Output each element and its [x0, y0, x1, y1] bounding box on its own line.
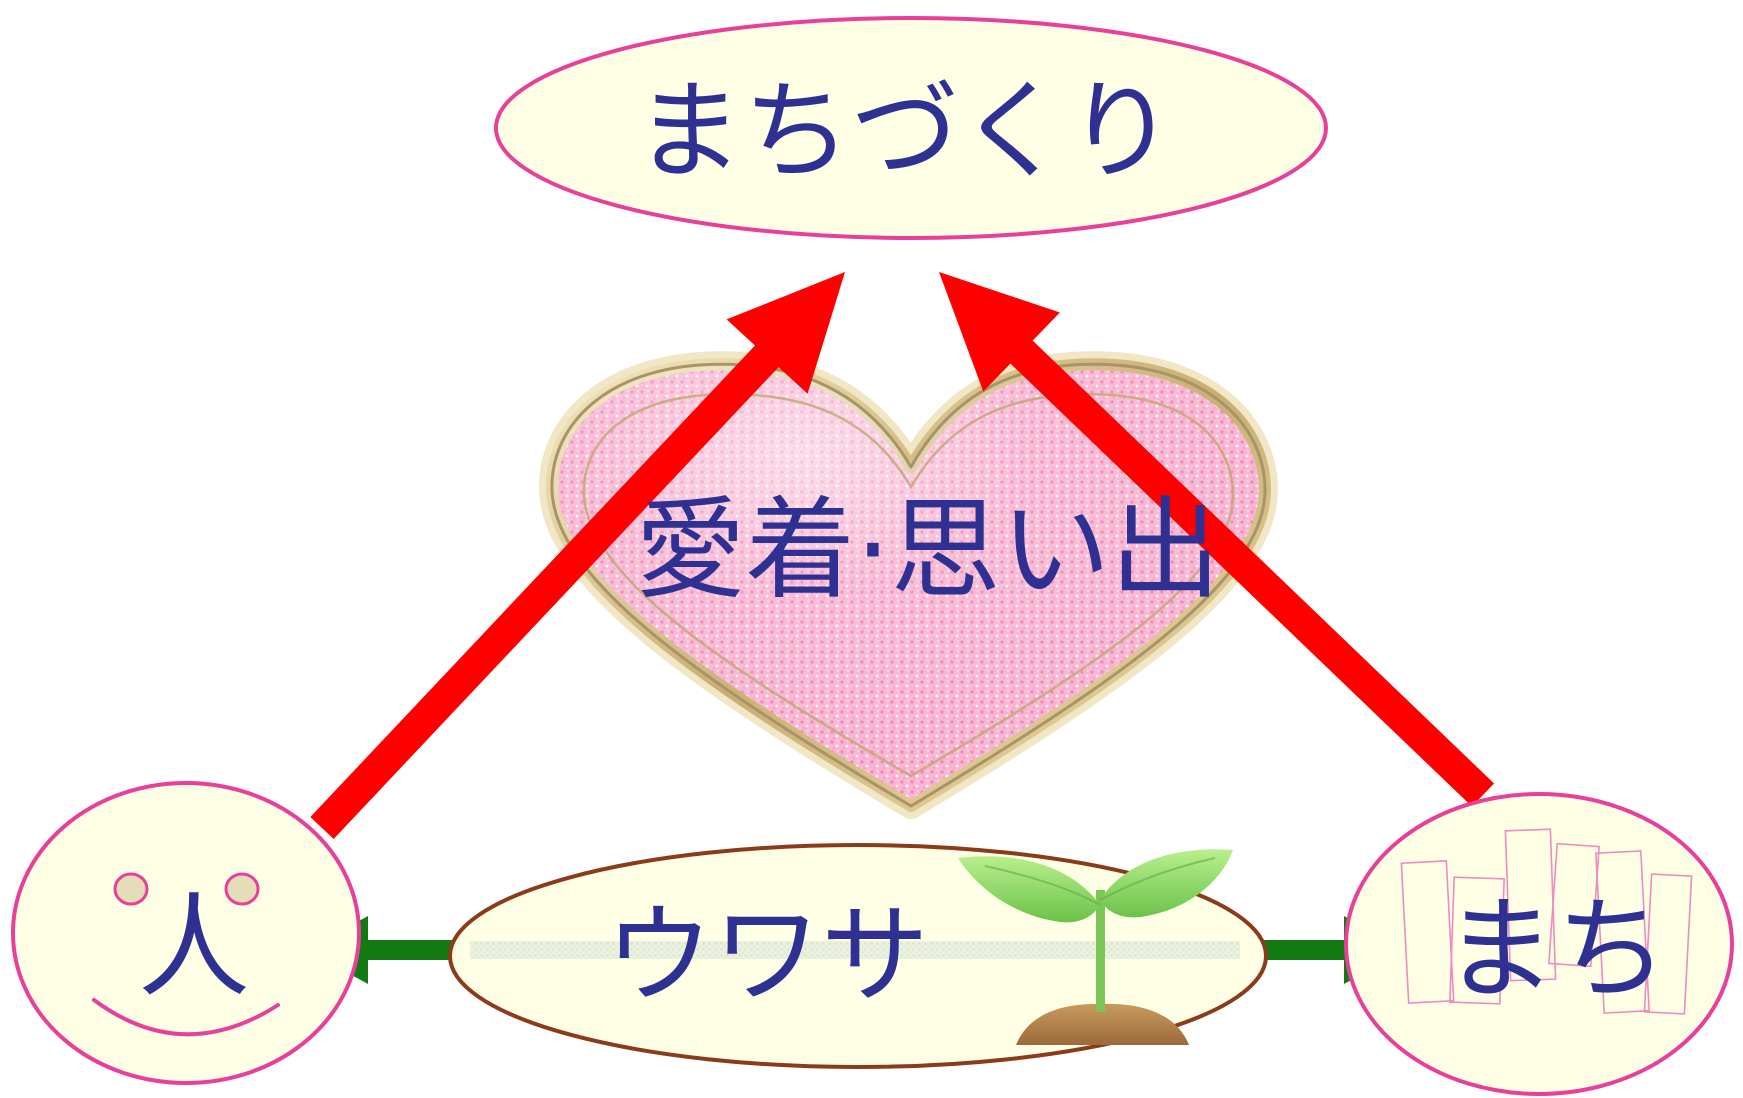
left-eye-icon [113, 872, 149, 906]
buildings-icon [1400, 828, 1693, 1015]
right-node-ellipse [1344, 792, 1734, 1096]
sprout-icon [958, 849, 1233, 1045]
smile-icon [92, 998, 280, 1037]
rumor-band [470, 941, 1240, 959]
bottom-node-label: ウワサ [605, 894, 929, 1019]
right-node-label: まち [1444, 885, 1668, 1015]
top-node: まちづくり [494, 16, 1328, 240]
heart-icon [538, 351, 1278, 819]
top-node-label: まちづくり [635, 70, 1175, 195]
bottom-node: ウワサ [448, 843, 1268, 1069]
right-eye-icon [224, 872, 260, 906]
left-node-label: 人 [138, 883, 250, 1013]
smiley-face-icon [92, 872, 280, 1037]
left-node: 人 [11, 781, 361, 1085]
right-node: まち [1344, 792, 1734, 1096]
left-influence-arrow [310, 272, 845, 839]
right-influence-arrow [939, 272, 1495, 807]
center-label: 愛着·思い出 [636, 486, 1221, 614]
top-node-ellipse [494, 16, 1328, 240]
